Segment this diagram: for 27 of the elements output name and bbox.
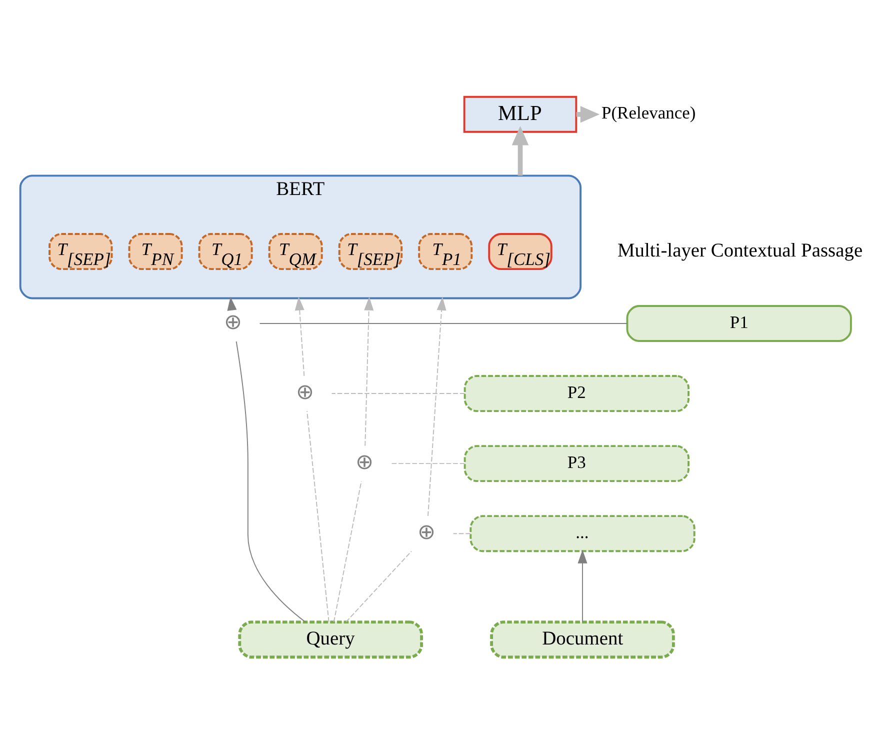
node-box: P1 xyxy=(626,305,852,342)
node-text: ⊕ xyxy=(296,380,314,404)
node-text: P(Relevance) xyxy=(601,102,696,123)
connector xyxy=(333,480,362,622)
label: Multi-layer Contextual Passage xyxy=(618,240,863,262)
node-text: ⊕ xyxy=(418,520,436,544)
connector xyxy=(306,410,330,622)
connector xyxy=(390,463,466,464)
arrow xyxy=(227,296,237,311)
node-box: Query xyxy=(238,620,423,659)
connector xyxy=(236,340,306,622)
node-text: ⊕ xyxy=(355,450,374,474)
node-box: P2 xyxy=(464,375,690,412)
connector xyxy=(331,393,466,394)
arrow xyxy=(512,126,529,176)
arrow xyxy=(578,550,588,622)
connector xyxy=(452,533,471,534)
node-box: ... xyxy=(470,515,696,552)
node-box: MLP xyxy=(463,96,578,133)
arrow xyxy=(294,296,305,376)
connector xyxy=(259,323,628,324)
node-box: Document xyxy=(490,620,675,659)
node-text: ⊕ xyxy=(224,310,242,334)
arrow xyxy=(364,296,374,446)
arrow xyxy=(428,296,446,516)
node-box: P3 xyxy=(464,445,690,482)
connector xyxy=(346,550,412,622)
